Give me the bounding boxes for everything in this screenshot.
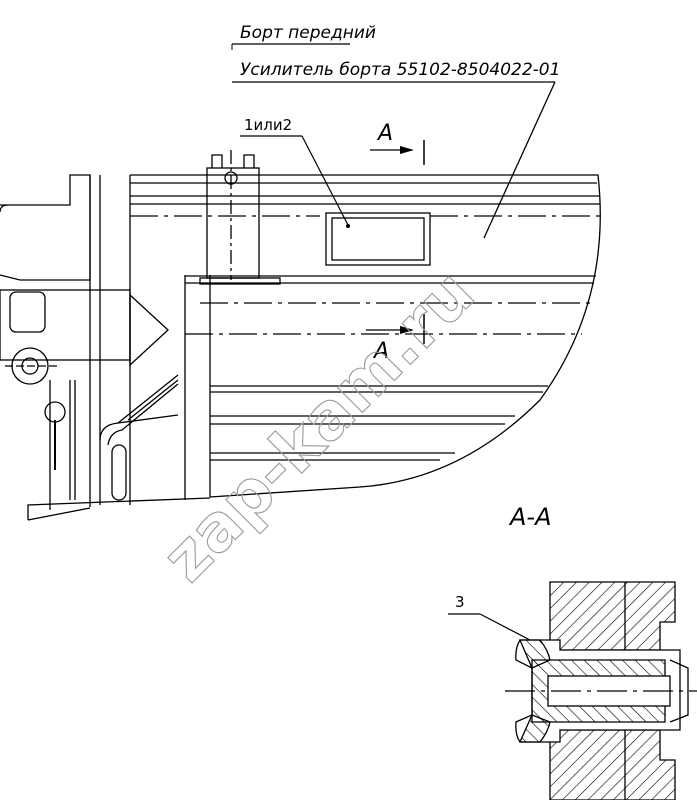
board-assembly bbox=[0, 150, 601, 521]
section-mark-top-letter: А bbox=[376, 121, 393, 146]
section-detail bbox=[505, 581, 697, 800]
reinforcement-leader bbox=[483, 81, 556, 239]
section-title: А-А bbox=[508, 503, 552, 531]
board-reinforcement-label: Усилитель борта 55102-8504022-01 bbox=[240, 60, 560, 80]
part-3-group: 3 bbox=[448, 593, 531, 641]
part-1-or-2-leader bbox=[301, 135, 349, 226]
part-3-label: 3 bbox=[455, 593, 465, 611]
front-board-label: Борт передний bbox=[240, 23, 376, 43]
reinforcement-label-group: Усилитель борта 55102-8504022-01 bbox=[232, 60, 560, 239]
section-mark-mid: А bbox=[366, 314, 425, 364]
part-3-leader bbox=[479, 613, 531, 641]
part-1-or-2-label: 1или2 bbox=[244, 116, 292, 134]
part-1-or-2-dot bbox=[346, 224, 350, 228]
watermark: zap-kam.ru bbox=[149, 256, 489, 596]
front-board-label-group: Борт передний bbox=[231, 23, 376, 50]
part-1-or-2-group: 1или2 bbox=[240, 116, 350, 228]
section-mark-top: А bbox=[370, 121, 425, 165]
section-mark-mid-letter: А bbox=[372, 339, 389, 364]
